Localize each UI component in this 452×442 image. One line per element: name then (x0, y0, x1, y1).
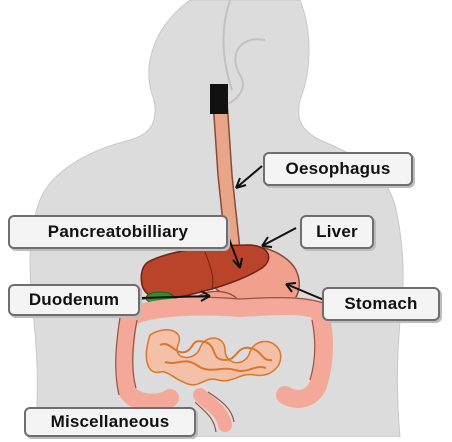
pharynx-dark-section (210, 84, 228, 114)
miscellaneous-label: Miscellaneous (24, 407, 196, 437)
liver-label: Liver (300, 215, 374, 249)
oesophagus-label: Oesophagus (263, 152, 413, 186)
duodenum-label: Duodenum (8, 284, 140, 316)
stomach-label: Stomach (322, 287, 440, 321)
pancreatobilliary-label: Pancreatobilliary (8, 215, 228, 249)
